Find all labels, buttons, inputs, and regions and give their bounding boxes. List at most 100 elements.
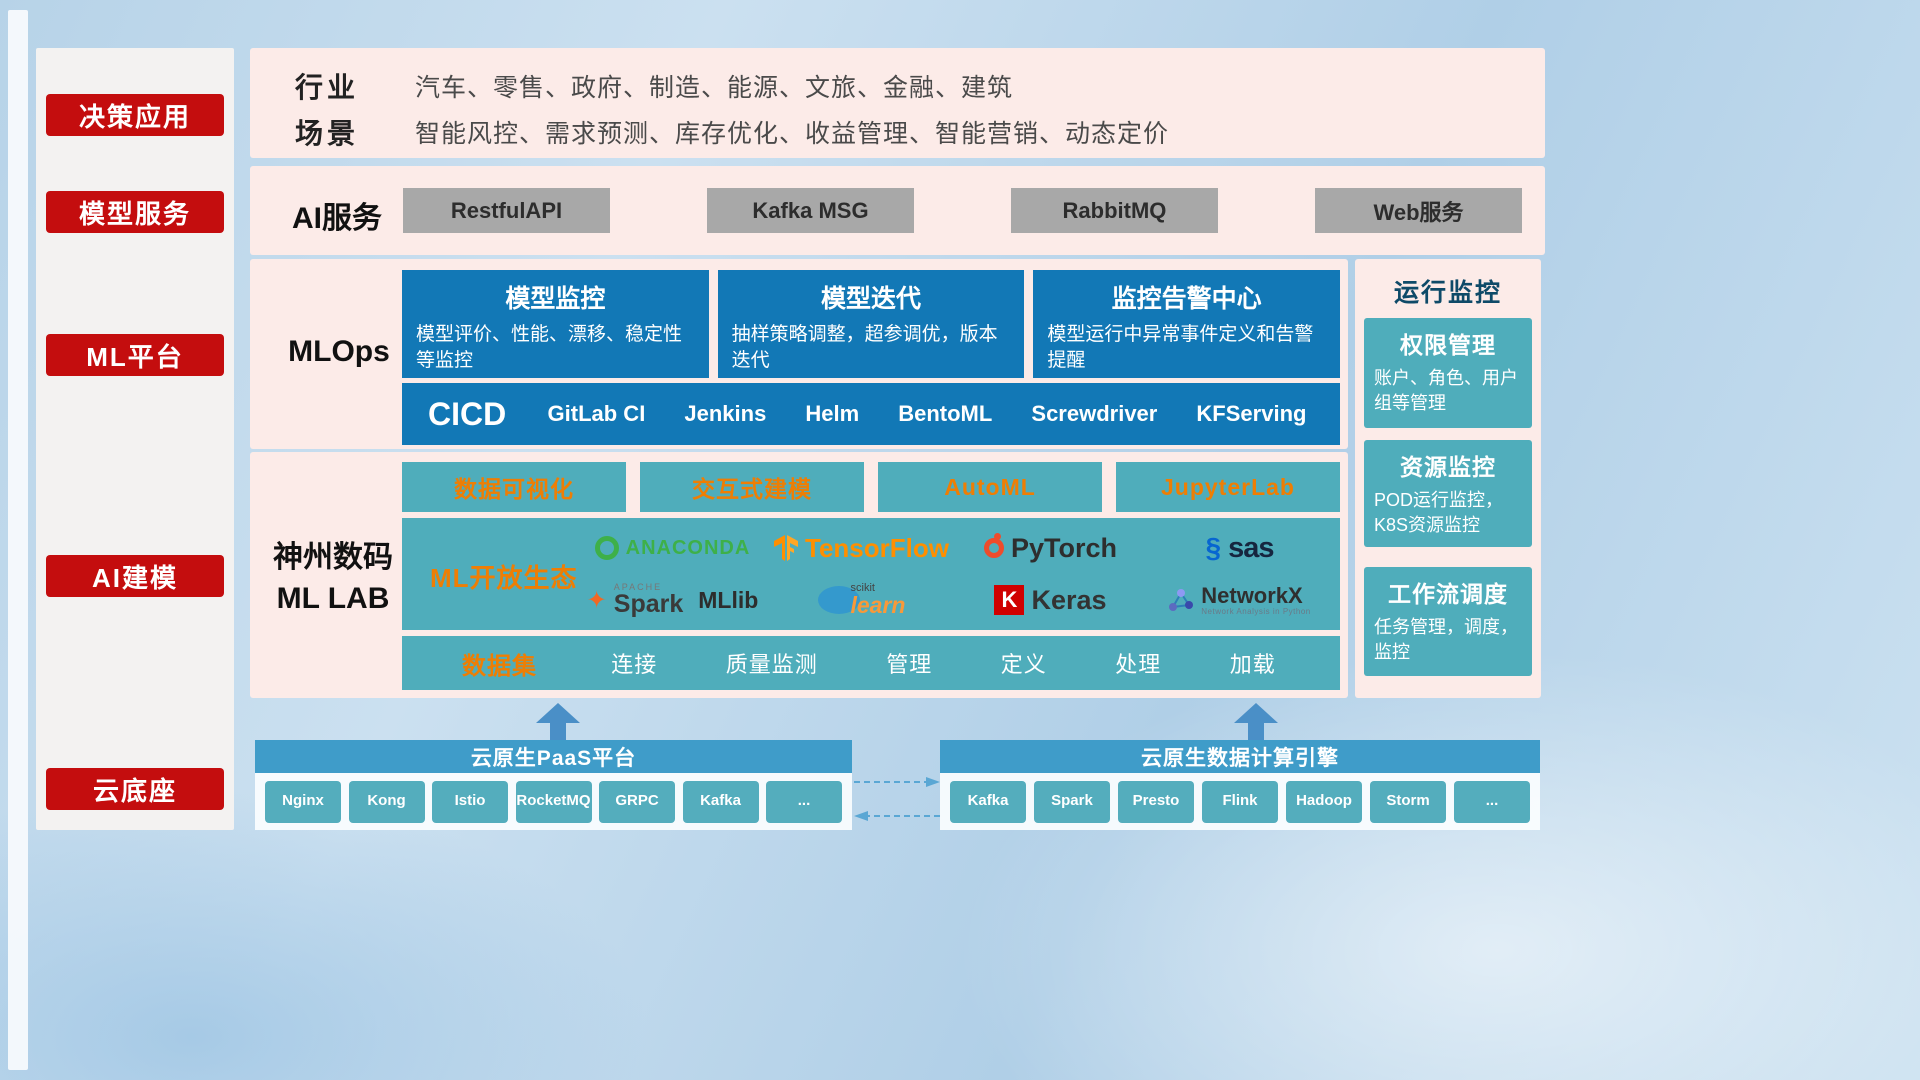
- keras-logo: K Keras: [994, 584, 1107, 616]
- card-desc: POD运行监控，K8S资源监控: [1374, 490, 1504, 536]
- model-iteration-card: 模型迭代 抽样策略调整，超参调优，版本迭代: [717, 270, 1025, 378]
- dashed-flow-arrows: [854, 777, 940, 821]
- manage-item: 管理: [886, 652, 933, 677]
- dataset-bar: 数据集 连接 质量监测 管理 定义 处理 加载: [402, 636, 1340, 690]
- ai-service-buttons: RestfulAPI Kafka MSG RabbitMQ Web服务: [403, 188, 1522, 233]
- alert-center-card: 监控告警中心 模型运行中异常事件定义和告警提醒: [1033, 270, 1341, 378]
- data-visualization-button: 数据可视化: [402, 462, 626, 512]
- rocketmq-button: RocketMQ: [515, 780, 592, 823]
- sidebar-item-decision-app: 决策应用: [46, 94, 224, 136]
- spark-button: Spark: [1034, 780, 1110, 823]
- card-desc: 任务管理，调度，监控: [1374, 617, 1518, 663]
- run-monitor-panel: 运行监控 权限管理 账户、角色、用户组等管理 资源监控 POD运行监控，K8S资…: [1355, 259, 1541, 698]
- ml-ecosystem-label: ML开放生态: [430, 563, 578, 593]
- networkx-logo: NetworkX Network Analysis in Python: [1168, 582, 1311, 617]
- define-item: 定义: [1000, 652, 1047, 677]
- mllab-label-line1: 神州数码: [273, 541, 393, 574]
- networkx-icon: [1169, 588, 1194, 611]
- arrow-head: [1234, 703, 1278, 723]
- resource-monitor-card: 资源监控 POD运行监控，K8S资源监控: [1364, 440, 1532, 547]
- sidebar-item-model-service: 模型服务: [46, 191, 224, 233]
- card-title: 监控告警中心: [1111, 285, 1262, 313]
- card-desc: 抽样策略调整，超参调优，版本迭代: [731, 324, 998, 371]
- quality-monitor-item: 质量监测: [725, 652, 818, 677]
- keras-icon: K: [994, 585, 1025, 615]
- gitlab-ci-item: GitLab CI: [547, 401, 646, 426]
- connect-item: 连接: [611, 652, 658, 677]
- networkx-wordmark: NetworkX Network Analysis in Python: [1201, 582, 1311, 617]
- sas-logo: § sas: [1205, 531, 1275, 565]
- workflow-schedule-card: 工作流调度 任务管理，调度，监控: [1364, 567, 1532, 676]
- mllab-label-line2: ML LAB: [276, 581, 390, 615]
- scene-value: 智能风控、需求预测、库存优化、收益管理、智能营销、动态定价: [415, 120, 1170, 148]
- scene-label: 场景: [295, 118, 360, 149]
- automl-button: AutoML: [878, 462, 1102, 512]
- scikit-learn-wordmark: scikit learn: [851, 583, 906, 617]
- bentoml-item: BentoML: [898, 401, 993, 426]
- networkx-label: NetworkX: [1201, 582, 1303, 608]
- engine-bar-title: 云原生数据计算引擎: [940, 740, 1540, 773]
- paas-buttons: Nginx Kong Istio RocketMQ GRPC Kafka ...: [255, 773, 852, 830]
- sas-icon: §: [1205, 532, 1222, 563]
- kafka-button: Kafka: [682, 780, 759, 823]
- model-monitor-card: 模型监控 模型评价、性能、漂移、稳定性等监控: [402, 270, 709, 378]
- learn-label: learn: [850, 592, 906, 618]
- industry-value: 汽车、零售、政府、制造、能源、文旅、金融、建筑: [415, 74, 1014, 102]
- ml-ecosystem-logos: ANACONDA TensorFlow PyTorch § sas: [578, 522, 1334, 626]
- spark-icon: ✦: [586, 586, 607, 614]
- cicd-items: GitLab CI Jenkins Helm BentoML Screwdriv…: [528, 401, 1340, 427]
- hadoop-button: Hadoop: [1286, 780, 1362, 823]
- arrow-head: [536, 703, 580, 723]
- dataset-label: 数据集: [462, 652, 537, 680]
- ai-service-panel: AI服务 RestfulAPI Kafka MSG RabbitMQ Web服务: [250, 166, 1545, 255]
- mllab-tools: 数据可视化 交互式建模 AutoML JupyterLab: [402, 462, 1340, 512]
- up-arrow-right: [1234, 703, 1278, 740]
- arrow-stem: [1248, 723, 1264, 740]
- istio-button: Istio: [432, 780, 508, 823]
- more-button: ...: [766, 780, 842, 823]
- screwdriver-item: Screwdriver: [1031, 401, 1158, 426]
- anaconda-icon: [594, 536, 619, 560]
- pytorch-logo: PyTorch: [983, 532, 1118, 564]
- scikit-label: scikit: [850, 582, 875, 594]
- card-title: 模型迭代: [821, 285, 922, 313]
- tensorflow-icon: [774, 535, 799, 561]
- sidebar-item-ml-platform: ML平台: [46, 334, 224, 376]
- run-monitor-title: 运行监控: [1393, 279, 1502, 307]
- sidebar-item-ai-modeling: AI建模: [46, 555, 224, 597]
- layer-sidebar: 决策应用 模型服务 ML平台 AI建模 云底座: [36, 48, 234, 830]
- card-title: 资源监控: [1400, 454, 1496, 480]
- kfserving-item: KFServing: [1196, 401, 1307, 426]
- cicd-bar: CICD GitLab CI Jenkins Helm BentoML Scre…: [402, 383, 1340, 445]
- cicd-label: CICD: [428, 395, 507, 432]
- card-title: 模型监控: [505, 285, 606, 313]
- spark-mllib-logo: ✦ APACHE Spark MLlib: [587, 583, 759, 617]
- scikit-learn-icon: [817, 586, 860, 614]
- card-desc: 模型运行中异常事件定义和告警提醒: [1047, 324, 1314, 371]
- spark-label: Spark: [613, 590, 684, 618]
- spark-apache-label: APACHE: [613, 582, 663, 592]
- permission-card: 权限管理 账户、角色、用户组等管理: [1364, 318, 1532, 428]
- mlops-cards: 模型监控 模型评价、性能、漂移、稳定性等监控 模型迭代 抽样策略调整，超参调优，…: [402, 270, 1341, 378]
- pytorch-label: PyTorch: [1010, 532, 1118, 563]
- pytorch-icon: [983, 533, 1004, 558]
- web-service-button: Web服务: [1315, 188, 1522, 233]
- card-title: 工作流调度: [1388, 581, 1508, 607]
- tensorflow-logo: TensorFlow: [774, 533, 949, 564]
- arrow-stem: [550, 723, 566, 740]
- anaconda-label: ANACONDA: [625, 536, 751, 559]
- sas-label: sas: [1228, 531, 1274, 564]
- spark-wordmark: APACHE Spark: [614, 583, 683, 617]
- mlops-panel: MLOps 模型监控 模型评价、性能、漂移、稳定性等监控 模型迭代 抽样策略调整…: [250, 259, 1348, 449]
- presto-button: Presto: [1118, 780, 1194, 823]
- industry-scene-panel: 行业 汽车、零售、政府、制造、能源、文旅、金融、建筑 场景 智能风控、需求预测、…: [250, 48, 1545, 158]
- sidebar-item-cloud-base: 云底座: [46, 768, 224, 810]
- rabbitmq-button: RabbitMQ: [1011, 188, 1218, 233]
- keras-label: Keras: [1031, 584, 1107, 615]
- up-arrow-left: [536, 703, 580, 740]
- ml-ecosystem-box: ML开放生态 ANACONDA TensorFlow PyTorch: [402, 518, 1340, 630]
- industry-label: 行业: [295, 72, 360, 103]
- process-item: 处理: [1115, 652, 1162, 677]
- jenkins-item: Jenkins: [684, 401, 767, 426]
